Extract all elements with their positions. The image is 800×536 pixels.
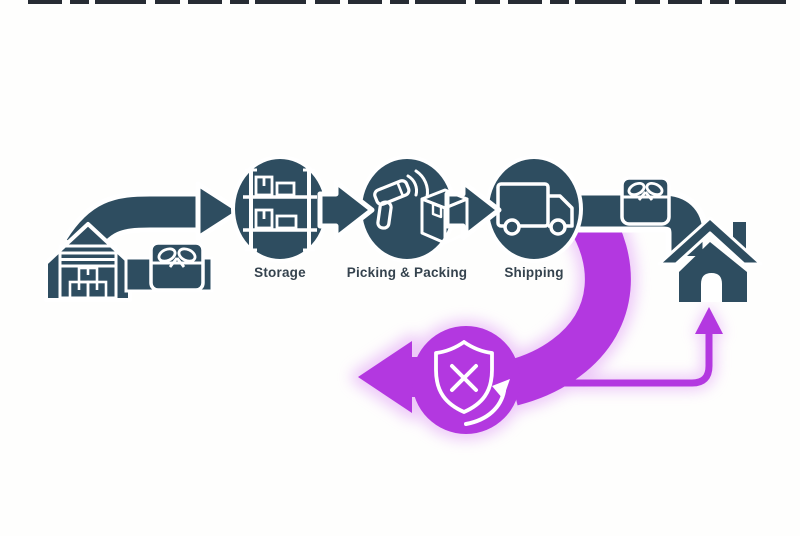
storage-shelf-icon [243,168,317,252]
barcode-scanner-box-icon [373,169,469,245]
return-curve-band [506,205,631,406]
picking-packing-label: Picking & Packing [346,265,468,280]
curved-return-arrow-icon [464,379,510,426]
storage-circle [231,155,329,263]
return-thin-arrowhead-up [695,307,723,334]
shipping-label: Shipping [504,265,564,280]
house-door [701,273,722,302]
storage-label: Storage [254,265,306,280]
gift-box-icon-left [149,241,205,292]
house-icon [657,216,763,302]
return-thin-arrow-line [505,334,713,387]
cropped-text-fragments [28,0,790,4]
returns-loop [351,202,725,440]
gift-box-icon-right [620,176,671,226]
delivery-truck-icon [496,182,574,236]
storage-to-picking-arrow [317,179,375,241]
shield-x-icon [434,340,494,414]
fulfillment-flow [44,155,763,302]
